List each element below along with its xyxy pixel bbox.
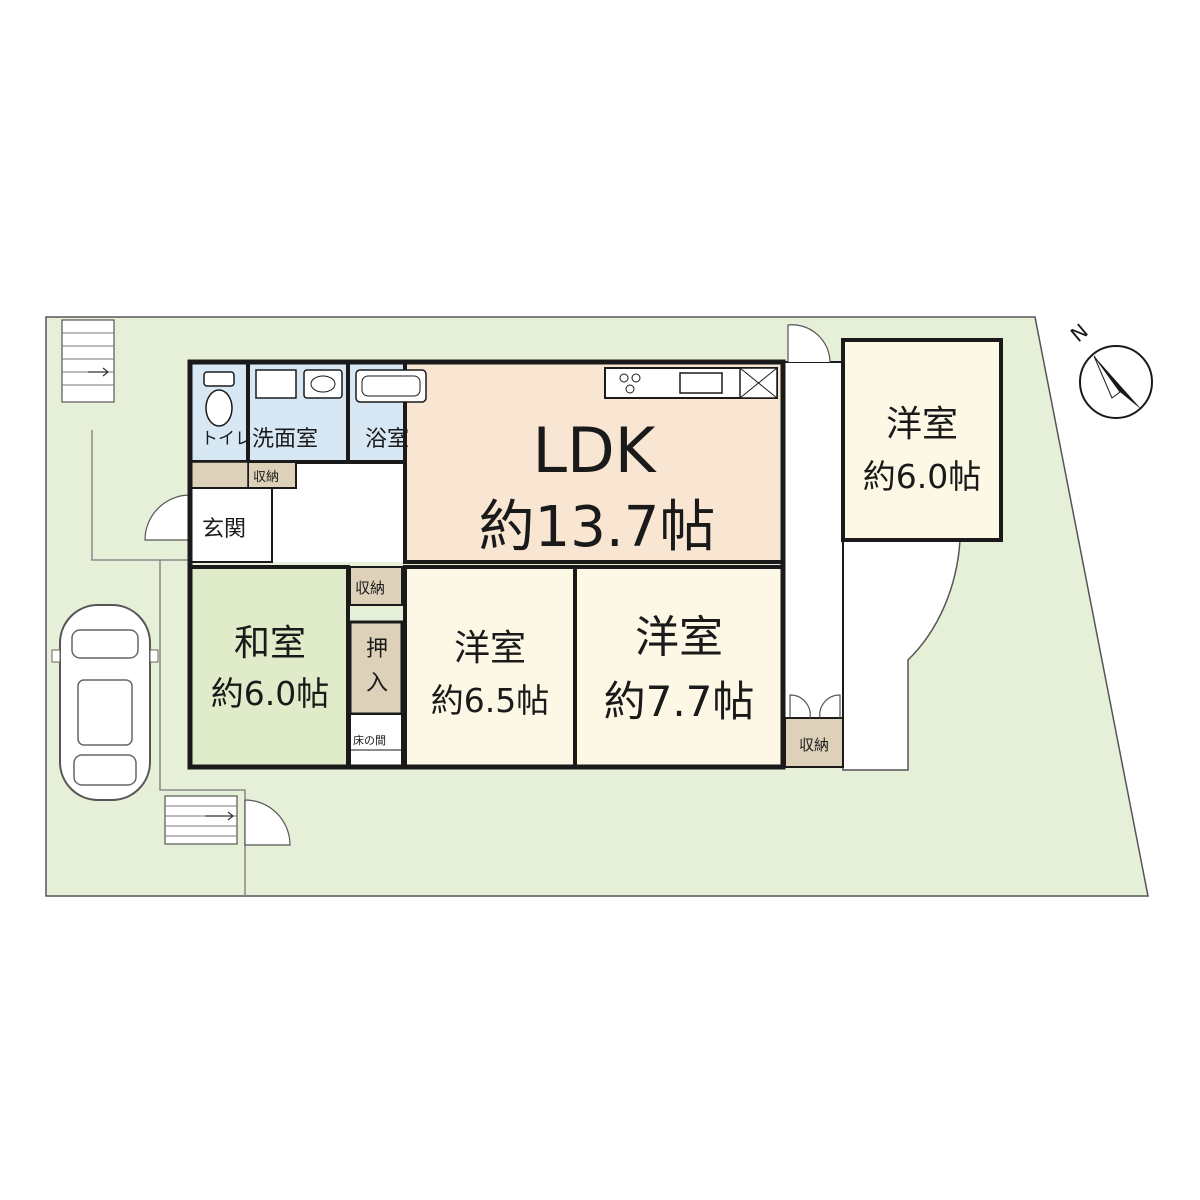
label-washitsu: 和室	[234, 623, 306, 664]
label-oshiire-1: 押	[366, 637, 388, 662]
label-entrance: 玄関	[202, 517, 246, 542]
room-entrance	[189, 487, 273, 563]
label-ldk: LDK	[533, 414, 657, 487]
stairs-bottom	[164, 795, 238, 845]
right-terrace	[842, 539, 961, 771]
room-yoshitsu-60	[841, 338, 1003, 542]
label-ldk-size: 約13.7帖	[479, 495, 716, 560]
hall-shelf	[189, 461, 249, 489]
room-yoshitsu-65	[403, 565, 577, 769]
label-oshiire-2: 入	[366, 671, 388, 696]
room-washitsu	[188, 565, 350, 769]
label-yoshitsu-77-size: 約7.7帖	[604, 677, 755, 726]
door-swing-bottom	[244, 799, 291, 846]
room-storage-mid	[349, 566, 403, 606]
label-storage-right: 収納	[799, 736, 829, 754]
label-washroom: 洗面室	[252, 427, 318, 452]
label-storage-top: 収納	[253, 470, 279, 485]
compass-label: N	[1066, 319, 1093, 347]
label-bath: 浴室	[365, 427, 409, 452]
toilet-fixture-icon	[203, 371, 235, 427]
north-arrow-icon: N	[1066, 319, 1153, 419]
door-swing-top	[787, 324, 831, 363]
kitchen-counter	[604, 367, 778, 399]
wash-basin-icon	[255, 369, 343, 399]
label-yoshitsu-60-size: 約6.0帖	[863, 457, 981, 496]
door-swing-entrance	[144, 494, 191, 541]
room-yoshitsu-77	[573, 565, 785, 769]
right-corridor	[783, 362, 843, 767]
label-storage-mid: 収納	[355, 579, 385, 597]
label-tokonoma: 床の間	[353, 733, 386, 747]
label-yoshitsu-65-size: 約6.5帖	[431, 681, 549, 720]
bathtub-icon	[355, 369, 427, 403]
room-oshiire	[348, 620, 404, 716]
label-toilet: トイレ	[201, 429, 252, 449]
label-yoshitsu-60: 洋室	[886, 404, 958, 445]
label-yoshitsu-65: 洋室	[454, 628, 526, 669]
door-swing-storage	[789, 694, 841, 719]
car-icon	[51, 604, 159, 801]
stairs-top	[61, 319, 115, 403]
house-outline	[187, 359, 786, 770]
label-yoshitsu-77: 洋室	[635, 612, 723, 663]
label-washitsu-size: 約6.0帖	[211, 674, 329, 713]
